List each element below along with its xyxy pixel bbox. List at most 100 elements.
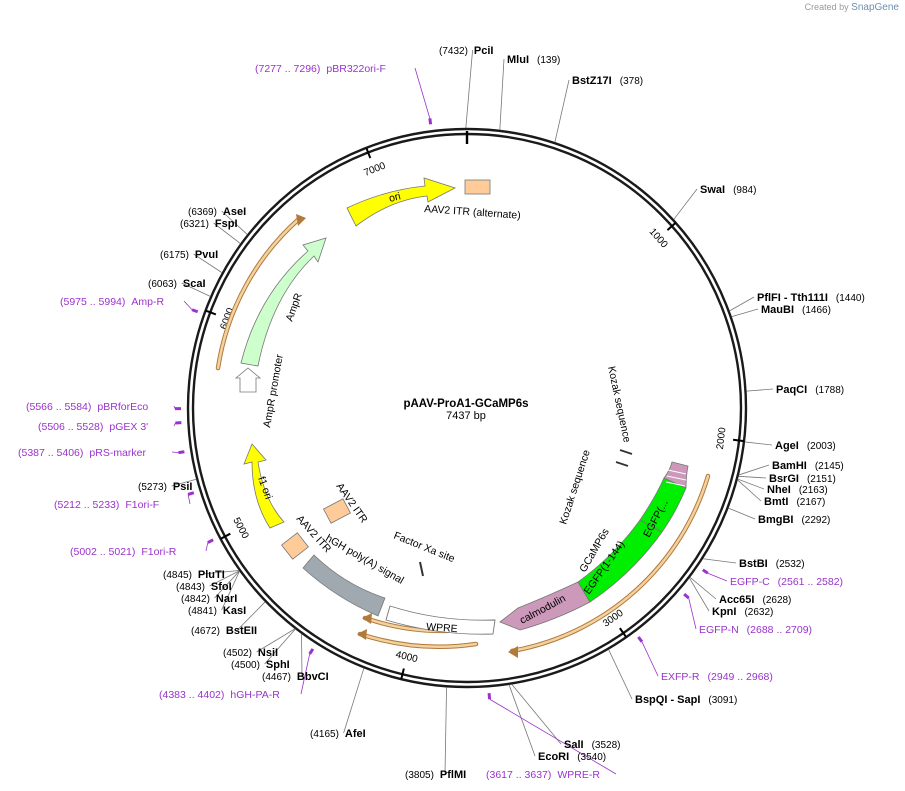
- primer-leader-1: [707, 572, 728, 582]
- site-name-10: NheI: [767, 484, 791, 496]
- site-leader-9: [738, 475, 767, 479]
- primer-leader-7: [187, 494, 191, 505]
- site-pos-18: (3540): [577, 752, 606, 763]
- primer-mark-2: [683, 592, 690, 600]
- site-leader-10: [737, 478, 765, 490]
- site-label-19: (3805)PflMI: [405, 769, 466, 781]
- site-name-16: BspQI - SapI: [635, 694, 700, 706]
- site-leader-0: [465, 49, 473, 129]
- site-pos-25: (4841): [188, 606, 217, 617]
- primer-label-9: (5506 .. 5528)pGEX 3': [38, 421, 148, 433]
- site-pos-2: (378): [620, 76, 643, 87]
- site-label-17: SalI(3528): [564, 739, 620, 751]
- wpre-feature: [385, 605, 496, 635]
- primer-range-10: (5566 .. 5584): [26, 401, 91, 413]
- site-label-12: BmgBI(2292): [758, 514, 830, 526]
- site-label-6: PaqCI(1788): [776, 384, 844, 396]
- site-pos-7: (2003): [807, 441, 836, 452]
- site-leader-11: [737, 479, 762, 502]
- site-pos-22: (4500): [231, 660, 260, 671]
- site-leader-20: [343, 668, 365, 734]
- site-pos-14: (2628): [762, 595, 791, 606]
- site-leader-30: [181, 282, 211, 297]
- site-pos-21: (4467): [262, 672, 291, 683]
- itr-feature-a: [322, 498, 352, 524]
- primer-leader-3: [641, 641, 659, 677]
- site-label-14: Acc65I(2628): [719, 594, 791, 606]
- site-leader-3: [673, 188, 698, 220]
- site-name-9: BsrGI: [769, 473, 799, 485]
- plasmid-name: pAAV-ProA1-GCaMP6s: [403, 398, 528, 410]
- tick-4000: [400, 668, 405, 680]
- orf-arrowhead-bottom-2: [357, 629, 367, 640]
- site-pos-23: (4502): [223, 648, 252, 659]
- site-pos-12: (2292): [801, 515, 830, 526]
- site-label-0: (7432)PciI: [439, 45, 493, 57]
- primer-label-6: (5002 .. 5021) F1ori-R: [70, 546, 177, 558]
- site-pos-24: (4672): [191, 626, 220, 637]
- site-label-5: MauBI(1466): [761, 304, 831, 316]
- primer-range-4: (3617 .. 3637): [486, 769, 551, 781]
- site-pos-3: (984): [733, 185, 756, 196]
- primer-mark-7: [187, 491, 195, 496]
- tick-1000: [666, 222, 677, 231]
- site-label-9: BsrGI(2151): [769, 473, 836, 485]
- site-name-3: SwaI: [700, 184, 725, 196]
- site-pos-31: (6175): [160, 250, 189, 261]
- primer-range-7: (5212 .. 5233): [54, 499, 119, 511]
- site-name-18: EcoRI: [538, 751, 569, 763]
- primer-mark-5: [308, 648, 315, 655]
- site-pos-4: (1440): [836, 293, 865, 304]
- site-name-6: PaqCI: [776, 384, 807, 396]
- primer-range-3: (2949 .. 2968): [708, 671, 773, 683]
- site-pos-20: (4165): [310, 729, 339, 740]
- primer-label-8: (5387 .. 5406)pRS-marker: [18, 447, 146, 459]
- primer-leader-2: [688, 597, 697, 630]
- kozak-label-a: Kozak sequence: [605, 365, 633, 444]
- site-pos-26: (4842): [181, 594, 210, 605]
- factor-xa-label: Factor Xa site: [392, 530, 457, 565]
- primer-name-10: pBRforEco: [97, 401, 148, 413]
- site-pos-17: (3528): [592, 740, 621, 751]
- tick-label-7000: 7000: [362, 160, 387, 178]
- primer-label-5: (4383 .. 4402)hGH-PA-R: [159, 689, 280, 701]
- site-pos-16: (3091): [708, 695, 737, 706]
- site-name-15: KpnI: [712, 606, 736, 618]
- site-label-18: EcoRI (3540): [538, 751, 606, 763]
- site-pos-1: (139): [537, 55, 560, 66]
- tick-2000: [732, 438, 745, 443]
- site-label-16: BspQI - SapI (3091): [635, 694, 737, 706]
- primer-leader-0: [414, 67, 431, 119]
- primer-mark-3: [637, 636, 644, 643]
- site-name-1: MluI: [507, 54, 529, 66]
- site-pos-33: (6369): [188, 207, 217, 218]
- site-name-28: PluTI: [198, 569, 225, 581]
- site-labels: (7432)PciIMluI(139)BstZ17I(378)SwaI(984)…: [18, 45, 865, 781]
- primer-name-1: EGFP-C: [730, 576, 770, 588]
- ampr-label: AmpR: [284, 291, 305, 323]
- plasmid-length: 7437 bp: [446, 410, 486, 422]
- tick-label-2000: 2000: [715, 426, 729, 450]
- site-name-29: PsiI: [173, 481, 193, 493]
- factor-xa-marker: [419, 561, 424, 577]
- primer-name-5: hGH-PA-R: [230, 689, 280, 701]
- site-label-7: AgeI(2003): [775, 440, 836, 452]
- site-label-4: PflFI - Tth111I(1440): [757, 292, 865, 304]
- site-label-28: (4845)PluTI: [163, 569, 225, 581]
- primer-name-4: WPRE-R: [557, 769, 600, 781]
- site-label-23: (4502)NsiI: [223, 647, 278, 659]
- primer-name-6: F1ori-R: [141, 546, 176, 558]
- orf-arc-right-fill: [510, 474, 710, 653]
- primer-name-11: Amp-R: [131, 296, 164, 308]
- primer-leader-8: [171, 451, 179, 454]
- linker-stripe-3: [665, 481, 686, 487]
- site-name-32: FspI: [215, 218, 238, 230]
- site-leader-17: [511, 684, 562, 745]
- primer-label-10: (5566 .. 5584) pBRforEco: [26, 401, 148, 413]
- kozak-marker-a: [619, 449, 633, 455]
- primer-label-4: (3617 .. 3637) WPRE-R: [486, 769, 600, 781]
- primer-range-6: (5002 .. 5021): [70, 546, 135, 558]
- kozak-marker-b: [615, 461, 629, 467]
- orf-arcs: [215, 215, 711, 654]
- primer-leader-6: [205, 542, 209, 552]
